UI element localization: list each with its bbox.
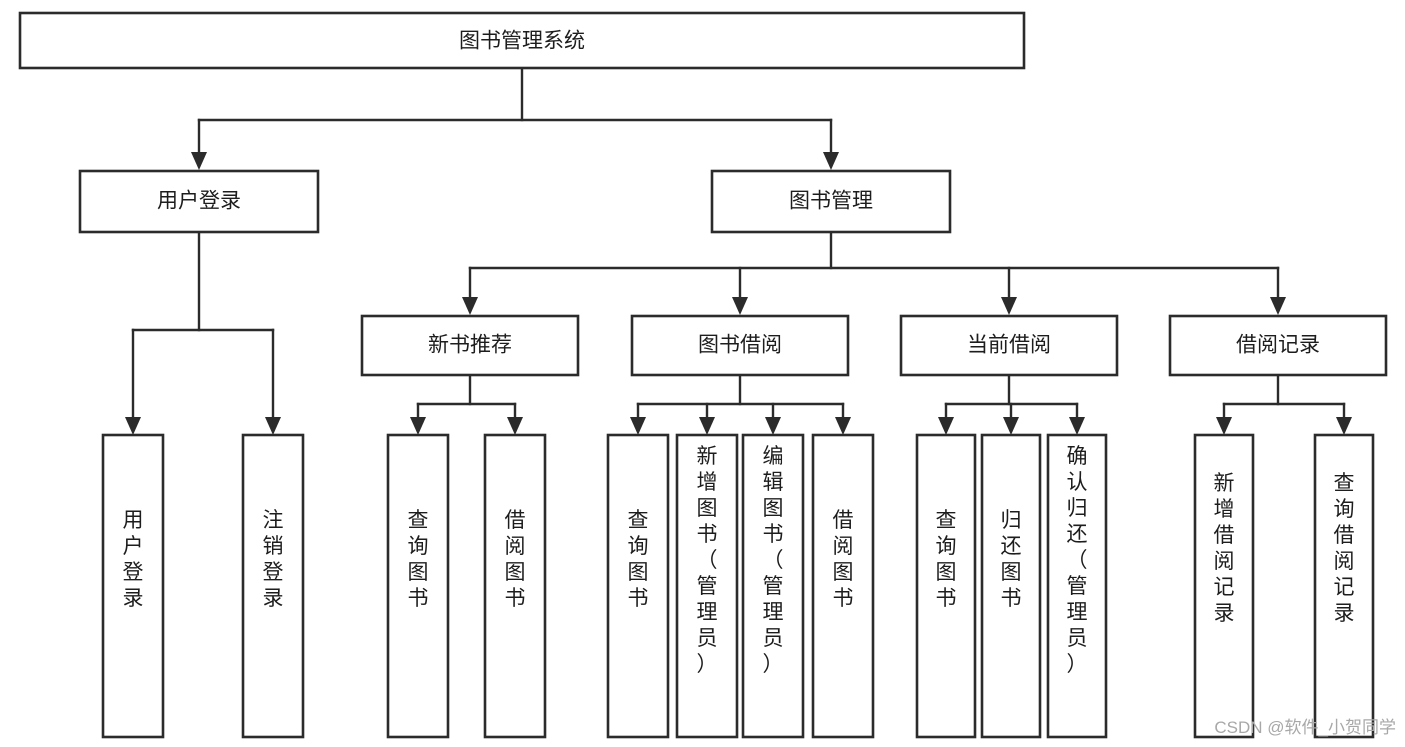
node-user-login[interactable]: 用户登录 (78, 169, 320, 234)
arrow-to-leaf-confirm-return (1069, 417, 1085, 435)
node-book-borrow-box[interactable] (630, 314, 850, 377)
node-leaf-add-book-box[interactable] (675, 433, 739, 739)
arrow-to-leaf-add-record (1216, 417, 1232, 435)
connector-group-new-book-recommend (410, 373, 523, 435)
node-user-login-box[interactable] (78, 169, 320, 234)
arrow-to-leaf-return-book (1003, 417, 1019, 435)
connector-group-root (191, 66, 839, 170)
node-leaf-edit-book-box[interactable] (741, 433, 805, 739)
node-leaf-borrow-book-2-label: 借阅图书 (833, 509, 854, 610)
node-leaf-query-book-1-label: 查询图书 (408, 509, 429, 610)
node-leaf-user-logout-box[interactable] (241, 433, 305, 739)
node-leaf-query-book-2-box[interactable] (606, 433, 670, 739)
node-book-management-box[interactable] (710, 169, 952, 234)
node-leaf-edit-book[interactable]: 编辑图书（管理员） (741, 433, 805, 739)
arrow-to-leaf-borrow-book-2 (835, 417, 851, 435)
node-leaf-borrow-book-1[interactable]: 借阅图书 (483, 433, 547, 739)
node-leaf-query-book-1[interactable]: 查询图书 (386, 433, 450, 739)
node-leaf-query-record-label: 查询借阅记录 (1334, 472, 1355, 625)
node-leaf-query-record-box[interactable] (1313, 433, 1375, 739)
node-leaf-add-book[interactable]: 新增图书（管理员） (675, 433, 739, 739)
node-leaf-confirm-return-label: 确认归还（管理员） (1067, 445, 1088, 676)
node-leaf-query-record[interactable]: 查询借阅记录 (1313, 433, 1375, 739)
node-leaf-return-book-box[interactable] (980, 433, 1042, 739)
arrow-to-leaf-user-logout (265, 417, 281, 435)
node-leaf-add-record[interactable]: 新增借阅记录 (1193, 433, 1255, 739)
connector-group-book-borrow (630, 373, 851, 435)
node-leaf-return-book[interactable]: 归还图书 (980, 433, 1042, 739)
node-leaf-add-book-label: 新增图书（管理员） (697, 445, 718, 676)
node-leaf-query-book-2[interactable]: 查询图书 (606, 433, 670, 739)
node-leaf-query-book-3-label: 查询图书 (936, 509, 957, 610)
node-leaf-add-record-label: 新增借阅记录 (1214, 472, 1235, 625)
arrow-to-leaf-borrow-book-1 (507, 417, 523, 435)
node-leaf-user-login-box[interactable] (101, 433, 165, 739)
node-leaf-add-record-box[interactable] (1193, 433, 1255, 739)
node-leaf-borrow-book-1-box[interactable] (483, 433, 547, 739)
node-borrow-record[interactable]: 借阅记录 (1168, 314, 1388, 377)
node-root[interactable]: 图书管理系统 (18, 11, 1026, 70)
arrow-to-book-management (823, 152, 839, 170)
connector-group-book-management (462, 230, 1286, 315)
node-root-box[interactable] (18, 11, 1026, 70)
node-current-borrow-label: 当前借阅 (967, 334, 1051, 357)
arrow-to-new-book-recommend (462, 297, 478, 315)
node-user-login-label: 用户登录 (157, 190, 241, 213)
node-new-book-recommend-box[interactable] (360, 314, 580, 377)
node-leaf-confirm-return[interactable]: 确认归还（管理员） (1046, 433, 1108, 739)
node-leaf-user-login-label: 用户登录 (123, 509, 144, 610)
node-leaf-user-logout-label: 注销登录 (263, 509, 284, 610)
connector-group-current-borrow (938, 373, 1085, 435)
node-leaf-borrow-book-2[interactable]: 借阅图书 (811, 433, 875, 739)
node-leaf-borrow-book-1-label: 借阅图书 (505, 509, 526, 610)
node-book-borrow-label: 图书借阅 (698, 334, 782, 357)
connector-group-user-login (125, 230, 281, 435)
arrow-to-current-borrow (1001, 297, 1017, 315)
arrow-to-leaf-edit-book (765, 417, 781, 435)
node-leaf-return-book-label: 归还图书 (1001, 509, 1022, 610)
node-book-management-label: 图书管理 (789, 190, 873, 213)
arrow-to-leaf-user-login (125, 417, 141, 435)
node-leaf-user-logout[interactable]: 注销登录 (241, 433, 305, 739)
arrow-to-borrow-record (1270, 297, 1286, 315)
node-borrow-record-box[interactable] (1168, 314, 1388, 377)
node-leaf-edit-book-label: 编辑图书（管理员） (763, 445, 784, 676)
node-new-book-recommend[interactable]: 新书推荐 (360, 314, 580, 377)
node-root-label: 图书管理系统 (459, 30, 585, 53)
node-book-borrow[interactable]: 图书借阅 (630, 314, 850, 377)
watermark: CSDN @软件_小贺同学 (1214, 718, 1396, 737)
node-leaf-query-book-3[interactable]: 查询图书 (915, 433, 977, 739)
node-leaf-query-book-3-box[interactable] (915, 433, 977, 739)
node-leaf-query-book-1-box[interactable] (386, 433, 450, 739)
arrow-to-leaf-query-book-2 (630, 417, 646, 435)
node-new-book-recommend-label: 新书推荐 (428, 334, 512, 357)
arrow-to-book-borrow (732, 297, 748, 315)
arrow-to-user-login (191, 152, 207, 170)
connector-group-borrow-record (1216, 373, 1352, 435)
arrow-to-leaf-query-book-1 (410, 417, 426, 435)
node-current-borrow-box[interactable] (899, 314, 1119, 377)
node-current-borrow[interactable]: 当前借阅 (899, 314, 1119, 377)
node-leaf-borrow-book-2-box[interactable] (811, 433, 875, 739)
arrow-to-leaf-add-book (699, 417, 715, 435)
arrow-to-leaf-query-record (1336, 417, 1352, 435)
node-leaf-confirm-return-box[interactable] (1046, 433, 1108, 739)
node-leaf-user-login[interactable]: 用户登录 (101, 433, 165, 739)
arrow-to-leaf-query-book-3 (938, 417, 954, 435)
node-book-management[interactable]: 图书管理 (710, 169, 952, 234)
node-leaf-query-book-2-label: 查询图书 (628, 509, 649, 610)
node-borrow-record-label: 借阅记录 (1236, 334, 1320, 357)
